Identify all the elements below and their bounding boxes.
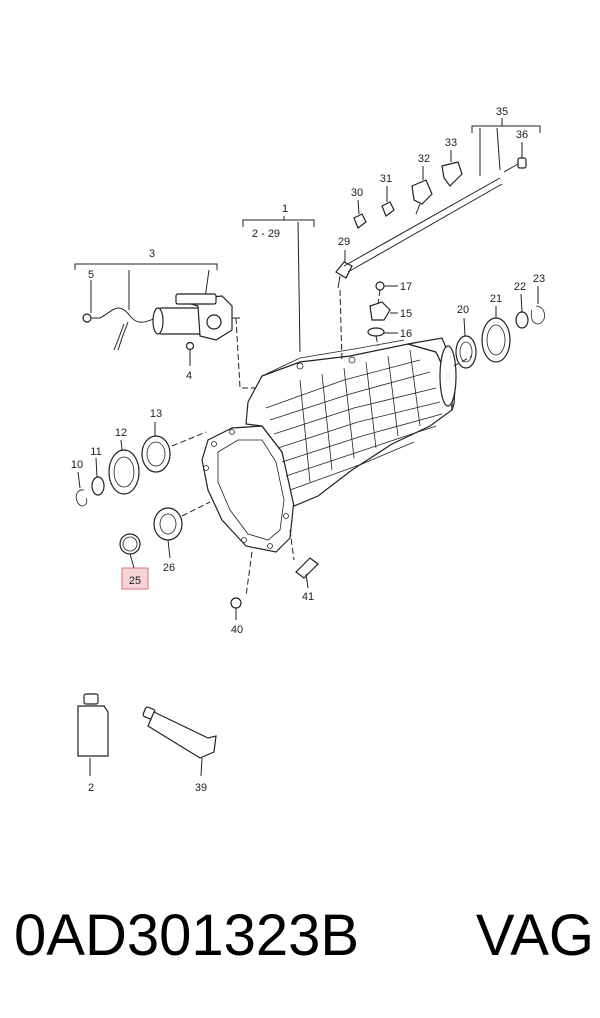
callout-1: 1 <box>282 203 288 215</box>
callout-1-range: 2 - 29 <box>252 228 280 240</box>
part-number-label: 0AD301323B <box>14 903 360 968</box>
callout-17: 17 <box>400 281 412 293</box>
sealant-tube: 39 <box>142 706 217 794</box>
footer-caption: 0AD301323B VAG <box>14 896 594 976</box>
front-seals-lower: 25 26 <box>119 501 211 590</box>
housing-ribs <box>265 349 443 491</box>
callout-25: 25 <box>129 575 141 587</box>
callout-13: 13 <box>150 408 162 420</box>
rear-seals: 20 21 22 23 <box>453 273 545 369</box>
callout-3: 3 <box>149 248 155 260</box>
callout-23: 23 <box>533 273 545 285</box>
transmission-housing <box>201 337 457 553</box>
callout-11: 11 <box>90 446 101 458</box>
callout-36: 36 <box>516 129 528 141</box>
callout-39: 39 <box>195 782 207 794</box>
callout-25-highlight <box>121 567 149 590</box>
callout-35: 35 <box>496 106 508 118</box>
oil-bottle: 2 <box>77 693 109 794</box>
callout-20: 20 <box>457 304 469 316</box>
callout-40: 40 <box>231 624 243 636</box>
callout-10: 10 <box>71 459 83 471</box>
callout-12: 12 <box>115 427 127 439</box>
callout-30: 30 <box>351 187 363 199</box>
callout-32: 32 <box>418 153 430 165</box>
brand-label: VAG <box>475 903 594 968</box>
callout-21: 21 <box>490 293 502 305</box>
group-3-bracket: 3 <box>74 248 218 310</box>
group-1-bracket: 1 2 - 29 <box>242 203 315 353</box>
group-35-bracket: 35 <box>471 106 541 176</box>
callout-22: 22 <box>514 281 526 293</box>
callout-5: 5 <box>88 269 94 281</box>
shift-actuator-assembly: 5 4 <box>82 269 262 389</box>
callout-31: 31 <box>380 173 392 185</box>
callout-41: 41 <box>302 591 314 603</box>
callout-29: 29 <box>338 236 350 248</box>
callout-16: 16 <box>400 328 412 340</box>
callout-15: 15 <box>400 308 412 320</box>
callout-4: 4 <box>186 370 192 382</box>
bottom-fasteners: 40 41 <box>230 529 319 636</box>
shift-rod: 29 <box>335 177 503 363</box>
top-small-parts: 30 31 32 33 36 <box>351 129 528 229</box>
callout-33: 33 <box>445 137 457 149</box>
front-seals-upper: 10 11 12 13 <box>71 408 207 507</box>
callout-2: 2 <box>88 782 94 794</box>
plug-group: 17 15 16 <box>367 281 412 347</box>
callout-26: 26 <box>163 562 175 574</box>
